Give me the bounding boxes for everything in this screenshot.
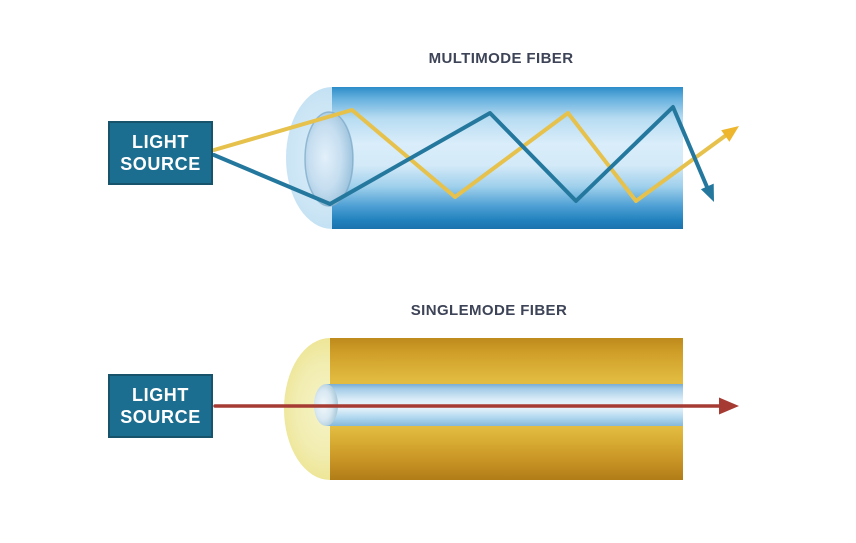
multimode-core-face xyxy=(304,111,354,207)
multimode-light-source-box: LIGHT SOURCE xyxy=(108,121,213,185)
singlemode-ray-red-arrowhead xyxy=(719,397,739,415)
singlemode-fiber-illustration xyxy=(213,338,739,480)
multimode-ray-yellow xyxy=(212,108,727,203)
multimode-ray-teal-arrowhead xyxy=(700,183,714,202)
singlemode-title: SINGLEMODE FIBER xyxy=(410,302,568,319)
singlemode-light-source-box: LIGHT SOURCE xyxy=(108,374,213,438)
singlemode-light-source-label-line1: LIGHT xyxy=(132,384,189,405)
multimode-light-source-label-line1: LIGHT xyxy=(132,131,189,152)
multimode-light-source-label-line2: SOURCE xyxy=(120,154,201,174)
multimode-ray-teal xyxy=(212,105,709,206)
multimode-title: MULTIMODE FIBER xyxy=(428,50,574,67)
singlemode-light-source-label-line2: SOURCE xyxy=(120,407,201,427)
multimode-ray-yellow-arrowhead xyxy=(721,126,739,142)
multimode-fiber-illustration xyxy=(212,87,739,229)
